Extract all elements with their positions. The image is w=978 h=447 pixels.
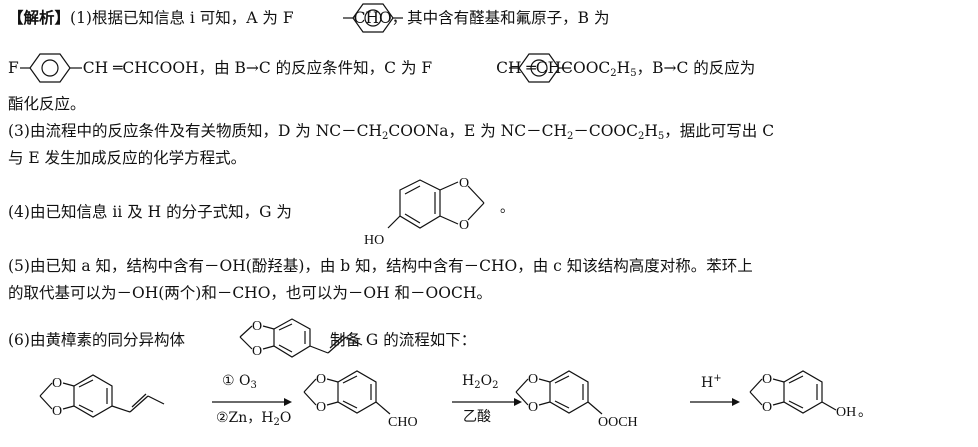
scheme-formate: O O OOCH [515, 370, 638, 430]
p1-text-g: ，B→C 的反应为 [636, 59, 756, 77]
benzene-ring-B [20, 53, 82, 83]
sub-2: 2 [474, 380, 481, 391]
reaction-arrow-3 [690, 398, 740, 406]
p3-text-f: 与 E 发生加成反应的化学方程式。 [8, 149, 247, 167]
analysis-line-7: (5)由已知 a 知，结构中含有－OH(酚羟基)，由 b 知，结构中含有－CHO… [8, 256, 753, 276]
analysis-line-6: (4)由已知信息 ⅱ 及 H 的分子式知，G 为 [8, 202, 292, 222]
benzene-ring-A [343, 3, 403, 33]
analysis-line-5: 与 E 发生加成反应的化学方程式。 [8, 148, 246, 168]
step2-top-mid: O [480, 373, 493, 389]
sub-2: 2 [610, 68, 617, 79]
reaction-arrow-2 [452, 398, 522, 406]
p3-text-b: COONa，E 为 NC－CH [388, 122, 567, 140]
p5-text-a: (5)由已知 a 知，结构中含有－OH(酚羟基)，由 b 知，结构中含有－CHO… [8, 257, 753, 275]
step1-top-text: ① O [222, 373, 251, 389]
sub-2: 2 [566, 131, 574, 142]
formate-label: OOCH [598, 415, 638, 430]
scheme-reactant: O O [39, 374, 165, 419]
period: 。 [858, 405, 872, 420]
structure-G: O O HO 。 [364, 176, 514, 248]
oxygen-label: O [459, 218, 469, 233]
sub-5: 5 [657, 131, 665, 142]
p1-text-b: CHO，其中含有醛基和氟原子，B 为 [353, 9, 610, 27]
oxygen-label: O [528, 372, 538, 387]
sub-5: 5 [630, 68, 637, 79]
reaction-arrow-1 [212, 398, 292, 406]
p3-text-c: －COOC [573, 122, 638, 140]
sub-2: 2 [492, 380, 499, 391]
sub-2: 2 [382, 131, 389, 142]
sub-3: 3 [250, 380, 257, 391]
step3-top-text: H [701, 375, 714, 391]
oxygen-label: O [528, 400, 538, 415]
benzene-ring-C [509, 53, 571, 83]
oxygen-label: O [52, 404, 62, 419]
safrole-isomer-structure: O O [239, 318, 363, 359]
step1-bottom-end: O [279, 410, 292, 426]
step1-bottom-text: ②Zn，H [216, 410, 274, 426]
analysis-line-9: (6)由黄樟素的同分异构体 制备 G 的流程如下： [8, 330, 476, 350]
arrow1-bottom-label: ②Zn，H2O [216, 407, 291, 428]
arrow2-bottom-label: 乙酸 [463, 406, 491, 426]
p1-text-d: CH ═CHCOOH，由 B→C 的反应条件知，C 为 F [82, 59, 433, 77]
analysis-tag: 【解析】 [8, 8, 71, 27]
oxygen-label: O [316, 400, 326, 415]
analysis-line-3: 酯化反应。 [8, 94, 86, 114]
p1-text-f: H [616, 59, 631, 77]
p6-text-a: (6)由黄樟素的同分异构体 [8, 331, 185, 349]
step2-bottom-text: 乙酸 [463, 409, 491, 425]
p1-text-e: CH ═CHCOOC [496, 59, 611, 77]
sup-plus: + [713, 373, 722, 384]
p4-text-a: (4)由已知信息 ⅱ 及 H 的分子式知，G 为 [8, 203, 292, 221]
analysis-line-8: 的取代基可以为－OH(两个)和－CHO，也可以为－OH 和－OOCH。 [8, 283, 492, 303]
p5-text-b: 的取代基可以为－OH(两个)和－CHO，也可以为－OH 和－OOCH。 [8, 284, 492, 302]
p1-text-c: F [8, 59, 19, 77]
hydroxyl-label: HO [364, 233, 384, 248]
hydroxyl-label: OH [836, 405, 856, 420]
oxygen-label: O [52, 376, 62, 391]
analysis-line-1: 【解析】(1)根据已知信息 ⅰ 可知，A 为 F CHO，其中含有醛基和氟原子，B… [8, 8, 610, 28]
oxygen-label: O [762, 372, 772, 387]
oxygen-label: O [762, 400, 772, 415]
oxygen-label: O [252, 319, 262, 334]
arrow3-top-label: H+ [701, 373, 722, 391]
p6-text-b: 制备 G 的流程如下： [329, 331, 477, 349]
sub-2: 2 [637, 131, 645, 142]
analysis-line-4: (3)由流程中的反应条件及有关物质知，D 为 NC－CH2COONa，E 为 N… [8, 121, 774, 147]
oxygen-label: O [459, 176, 469, 191]
p1-text-a: (1)根据已知信息 ⅰ 可知，A 为 F [70, 9, 294, 27]
oxygen-label: O [316, 372, 326, 387]
step2-top-text: H [462, 373, 475, 389]
analysis-line-2: F CH ═CHCOOH，由 B→C 的反应条件知，C 为 F CH ═CHCOOC… [8, 58, 755, 84]
sub-2: 2 [273, 417, 280, 428]
oxygen-label: O [252, 344, 262, 359]
aldehyde-label: CHO [388, 415, 418, 430]
p3-text-e: ，据此可写出 C [664, 122, 775, 140]
arrow1-top-label: ① O3 [222, 373, 257, 391]
p3-text-a: (3)由流程中的反应条件及有关物质知，D 为 NC－CH [8, 122, 383, 140]
scheme-aldehyde: O O CHO [303, 370, 418, 430]
scheme-product-G: O O OH 。 [749, 370, 872, 420]
period: 。 [500, 201, 514, 216]
p1-text-h: 酯化反应。 [8, 95, 86, 113]
arrow2-top-label: H2O2 [462, 373, 498, 391]
p3-text-d: H [644, 122, 658, 140]
